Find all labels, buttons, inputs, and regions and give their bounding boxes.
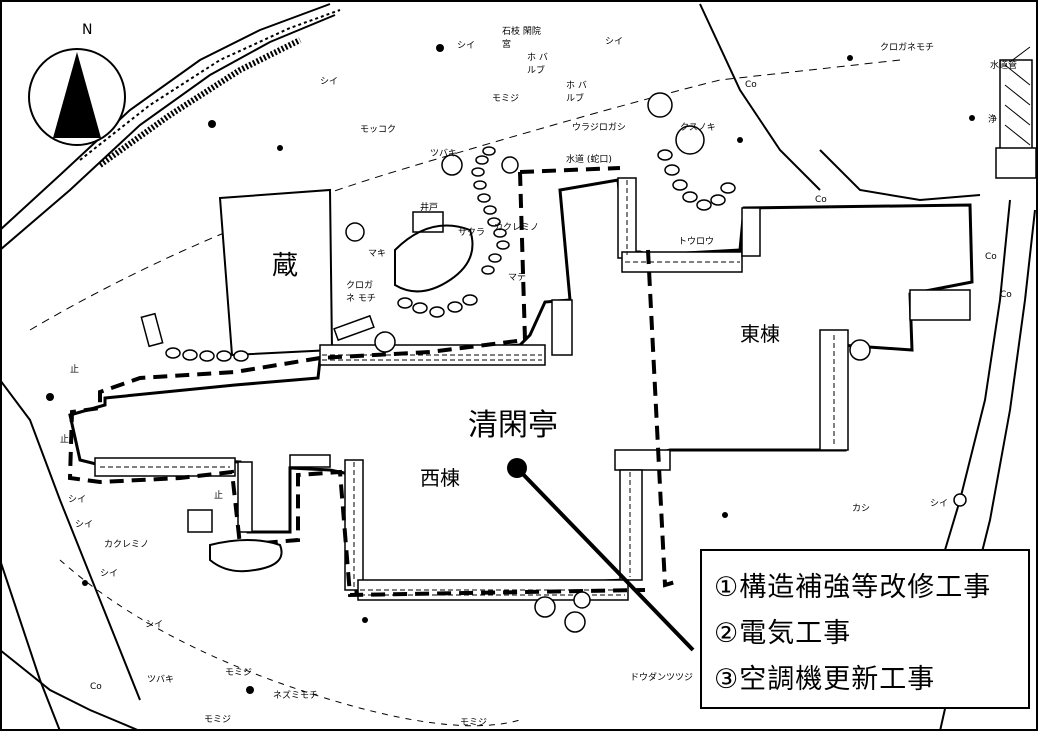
- plant-label: カクレミノ: [494, 223, 540, 233]
- plant-label: シイ: [320, 77, 339, 87]
- plant-label: 水道管: [990, 61, 1018, 71]
- plant-label: Co: [1000, 290, 1012, 300]
- plant-label: モミジ: [225, 668, 253, 678]
- plant-label: モミジ: [460, 718, 488, 728]
- leader-line: [515, 466, 695, 652]
- plant-label: ドウダンツツジ: [630, 673, 694, 683]
- plant-label: ホ バルブ: [527, 53, 548, 76]
- garden-stones: [165, 92, 967, 633]
- plant-label: 止: [214, 491, 224, 501]
- plant-label: マテ: [508, 273, 527, 283]
- kura-label: 蔵: [272, 251, 299, 281]
- plant-label: 石枝 閑院宮: [502, 27, 541, 50]
- plant-label: クロガネモチ: [880, 43, 935, 53]
- legend-item-electrical: ②電気工事: [714, 618, 852, 649]
- plant-label: カシ: [852, 504, 871, 514]
- plant-label: トウロウ: [678, 237, 715, 247]
- compass-north-label: N: [82, 22, 93, 38]
- plant-label: Co: [745, 80, 757, 90]
- plant-label: カクレミノ: [104, 540, 150, 550]
- west-building-label: 西棟: [420, 466, 460, 490]
- plant-label: ツバキ: [430, 149, 458, 159]
- plant-label: 止: [60, 435, 70, 445]
- plant-label: シイ: [145, 620, 164, 630]
- plant-label: モミジ: [492, 94, 520, 104]
- plant-label: シイ: [68, 495, 87, 505]
- plant-label: モミジ: [204, 715, 232, 725]
- work-area-boundary: [67, 166, 676, 598]
- plant-label: Co: [815, 195, 827, 205]
- plant-label: ウラジロガシ: [572, 123, 626, 133]
- road-west: [0, 379, 141, 731]
- plant-label: クロガネ モチ: [346, 281, 376, 304]
- work-legend: ①構造補強等改修工事 ②電気工事 ③空調機更新工事: [700, 549, 1030, 709]
- compass: [28, 48, 126, 146]
- plant-label: Co: [90, 682, 102, 692]
- legend-item-hvac: ③空調機更新工事: [714, 664, 936, 695]
- hatched-blocks: [140, 211, 444, 533]
- plant-label: シイ: [457, 41, 476, 51]
- plant-label: マキ: [368, 249, 387, 259]
- plant-label: ツバキ: [147, 675, 175, 685]
- road-north: [0, 3, 341, 251]
- plant-label: 井戸: [420, 203, 439, 213]
- plant-label: 浄: [988, 115, 998, 125]
- legend-item-structural: ①構造補強等改修工事: [714, 572, 992, 603]
- plant-label: クスノキ: [680, 123, 716, 133]
- leader-dot: [507, 458, 527, 478]
- plant-label: 止: [70, 365, 80, 375]
- plant-label: シイ: [605, 37, 624, 47]
- speckles: [46, 44, 975, 694]
- pond: [209, 539, 283, 573]
- plant-label: 水道 (蛇口): [566, 155, 612, 165]
- plant-label: シイ: [75, 520, 94, 530]
- garden-pond-north: [394, 224, 474, 293]
- main-building-label: 清閑亭: [468, 408, 558, 443]
- plant-label: ホ バルブ: [566, 81, 587, 104]
- plant-label: シイ: [930, 499, 949, 509]
- plant-label: モッコク: [360, 125, 397, 135]
- plant-label: シイ: [100, 569, 119, 579]
- plant-label: サクラ: [458, 228, 486, 238]
- footpath-dashed-2: [59, 559, 521, 727]
- plant-label: Co: [985, 252, 997, 262]
- east-building-label: 東棟: [740, 322, 780, 346]
- plant-label: ネズミモチ: [273, 691, 319, 701]
